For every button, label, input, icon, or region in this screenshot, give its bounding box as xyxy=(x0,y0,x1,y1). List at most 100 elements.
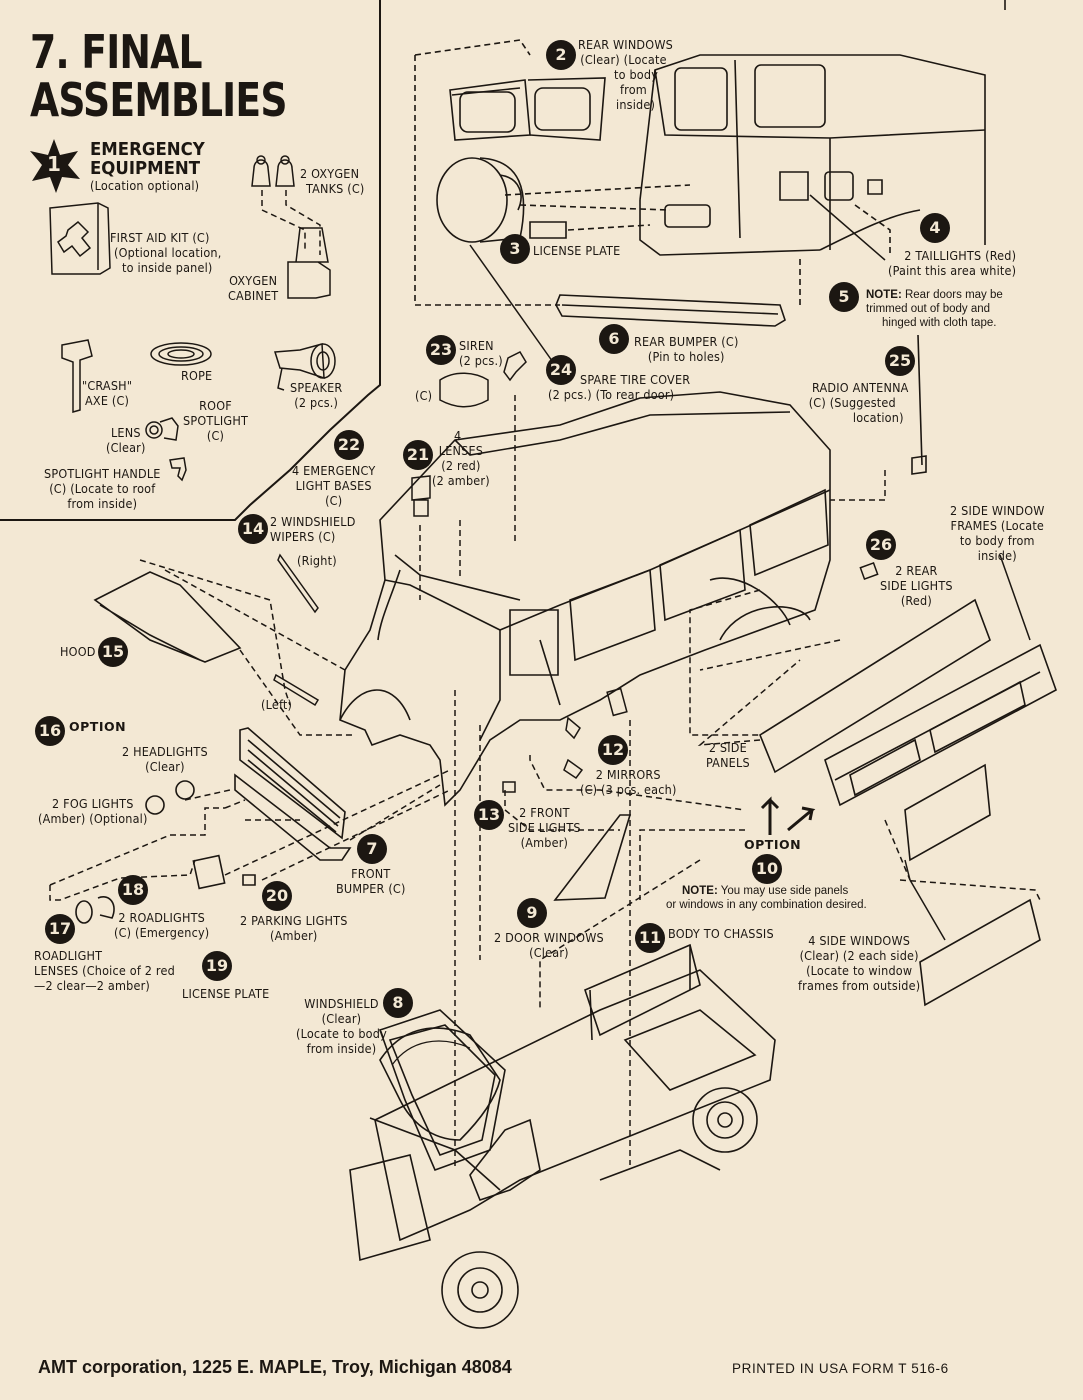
side-window-drawing xyxy=(905,765,990,860)
front-license-plate-drawing xyxy=(193,856,224,889)
label-front-license-plate: LICENSE PLATE xyxy=(182,986,270,1001)
siren-drawing xyxy=(440,373,488,407)
label-headlights: 2 HEADLIGHTS(Clear) xyxy=(122,744,208,774)
label-lens: LENS(Clear) xyxy=(106,425,146,455)
emergency-heading: EMERGENCY EQUIPMENT xyxy=(90,139,205,179)
footer-company: AMT corporation, 1225 E. MAPLE, Troy, Mi… xyxy=(38,1357,512,1377)
label-rear-license-plate: LICENSE PLATE xyxy=(533,243,621,258)
step-number-21: 21 xyxy=(403,440,433,470)
label-body-to-chassis: BODY TO CHASSIS xyxy=(668,926,774,941)
main-body-drawing xyxy=(340,392,830,805)
label-parking-lights: 2 PARKING LIGHTS(Amber) xyxy=(240,913,348,943)
note-rear-doors: NOTE: Rear doors may be trimmed out of b… xyxy=(866,289,1003,329)
step-number-8: 8 xyxy=(383,988,413,1018)
star-badge-icon xyxy=(30,139,80,193)
page-title-line2: ASSEMBLIES xyxy=(30,73,288,127)
footer-form: PRINTED IN USA FORM T 516-6 xyxy=(732,1361,949,1376)
option-arrow-diag xyxy=(788,808,812,830)
step-number-7: 7 xyxy=(357,834,387,864)
step-number-15: 15 xyxy=(98,637,128,667)
step-number-2: 2 xyxy=(546,40,576,70)
label-spare-tire: SPARE TIRE COVER(2 pcs.) (To rear door) xyxy=(548,372,691,402)
antenna-drawing xyxy=(912,335,926,474)
label-rope: ROPE xyxy=(181,368,213,383)
label-option-16: OPTION xyxy=(69,719,127,734)
front-leader-lines xyxy=(50,395,1040,1170)
emergency-light-drawing xyxy=(412,476,430,516)
step-number-13: 13 xyxy=(474,800,504,830)
label-lenses-21: 4 LENSES (2 red) (2 amber) xyxy=(432,428,490,488)
label-right: (Right) xyxy=(297,553,337,568)
step-number-24: 24 xyxy=(546,355,576,385)
step-number-14: 14 xyxy=(238,514,268,544)
label-taillights: 2 TAILLIGHTS (Red)(Paint this area white… xyxy=(888,248,1017,278)
step-number-19: 19 xyxy=(202,951,232,981)
step-number-18: 18 xyxy=(118,875,148,905)
emergency-section-border xyxy=(0,0,380,520)
first-aid-kit-drawing xyxy=(50,203,110,274)
step-number-5: 5 xyxy=(829,282,859,312)
label-door-windows: 2 DOOR WINDOWS(Clear) xyxy=(494,930,604,960)
rear-leader-lines xyxy=(415,40,890,305)
step-number-20: 20 xyxy=(262,881,292,911)
label-fog-lights: 2 FOG LIGHTS(Amber) (Optional) xyxy=(38,796,148,826)
label-rear-windows: REAR WINDOWS (Clear) (Locate to body fro… xyxy=(578,37,674,112)
roof-spotlight-drawing xyxy=(146,422,162,438)
emergency-equipment-art xyxy=(50,156,335,480)
label-siren-c: (C) xyxy=(415,388,433,403)
wiper-left xyxy=(274,675,318,705)
step-number-12: 12 xyxy=(598,735,628,765)
label-speaker: SPEAKER(2 pcs.) xyxy=(290,380,343,410)
note-side-panels: NOTE: You may use side panels or windows… xyxy=(666,885,867,911)
label-roadlights: 2 ROADLIGHTS(C) (Emergency) xyxy=(114,910,210,940)
label-hood: HOOD xyxy=(60,644,96,659)
step-number-6: 6 xyxy=(599,324,629,354)
label-side-windows: 4 SIDE WINDOWS(Clear) (2 each side)(Loca… xyxy=(798,933,921,993)
oxygen-tank-drawing xyxy=(252,160,270,186)
label-siren: SIREN(2 pcs.) xyxy=(459,338,503,368)
spotlight-handle-drawing xyxy=(170,458,186,480)
side-window-frames-drawing xyxy=(555,600,1056,1005)
crash-axe-drawing xyxy=(62,340,92,412)
side-panel-drawing xyxy=(760,600,990,772)
step-number-10: 10 xyxy=(752,854,782,884)
step-number-26: 26 xyxy=(866,530,896,560)
option-arrow-up xyxy=(762,800,778,835)
label-mirrors: 2 MIRRORS(C) (3 pcs. each) xyxy=(580,767,677,797)
rear-side-light-drawing xyxy=(860,563,877,579)
label-first-aid: FIRST AID KIT (C) (Optional location, to… xyxy=(110,230,222,275)
label-crash-axe: "CRASH"AXE (C) xyxy=(82,378,133,408)
oxygen-cabinet-drawing xyxy=(288,228,330,298)
step-number-17: 17 xyxy=(45,914,75,944)
step-number-23: 23 xyxy=(426,335,456,365)
spare-tire-cover-drawing xyxy=(437,158,507,242)
label-left: (Left) xyxy=(261,697,293,712)
step-number-3: 3 xyxy=(500,234,530,264)
wiper-right xyxy=(278,555,318,612)
rear-window-part xyxy=(450,80,530,140)
rear-bumper-drawing xyxy=(556,295,785,326)
step-number-11: 11 xyxy=(635,923,665,953)
step-number-4: 4 xyxy=(920,213,950,243)
step-number-16: 16 xyxy=(35,716,65,746)
rear-license-plate-drawing xyxy=(530,222,566,238)
step-number-25: 25 xyxy=(885,346,915,376)
hood-drawing xyxy=(95,572,240,662)
step-number-22: 22 xyxy=(334,430,364,460)
emergency-note: (Location optional) xyxy=(90,178,200,193)
front-side-light-drawing xyxy=(503,782,515,792)
chassis-drawing xyxy=(350,945,775,1328)
grille-drawing xyxy=(76,728,350,923)
mirror-drawing xyxy=(564,718,582,778)
